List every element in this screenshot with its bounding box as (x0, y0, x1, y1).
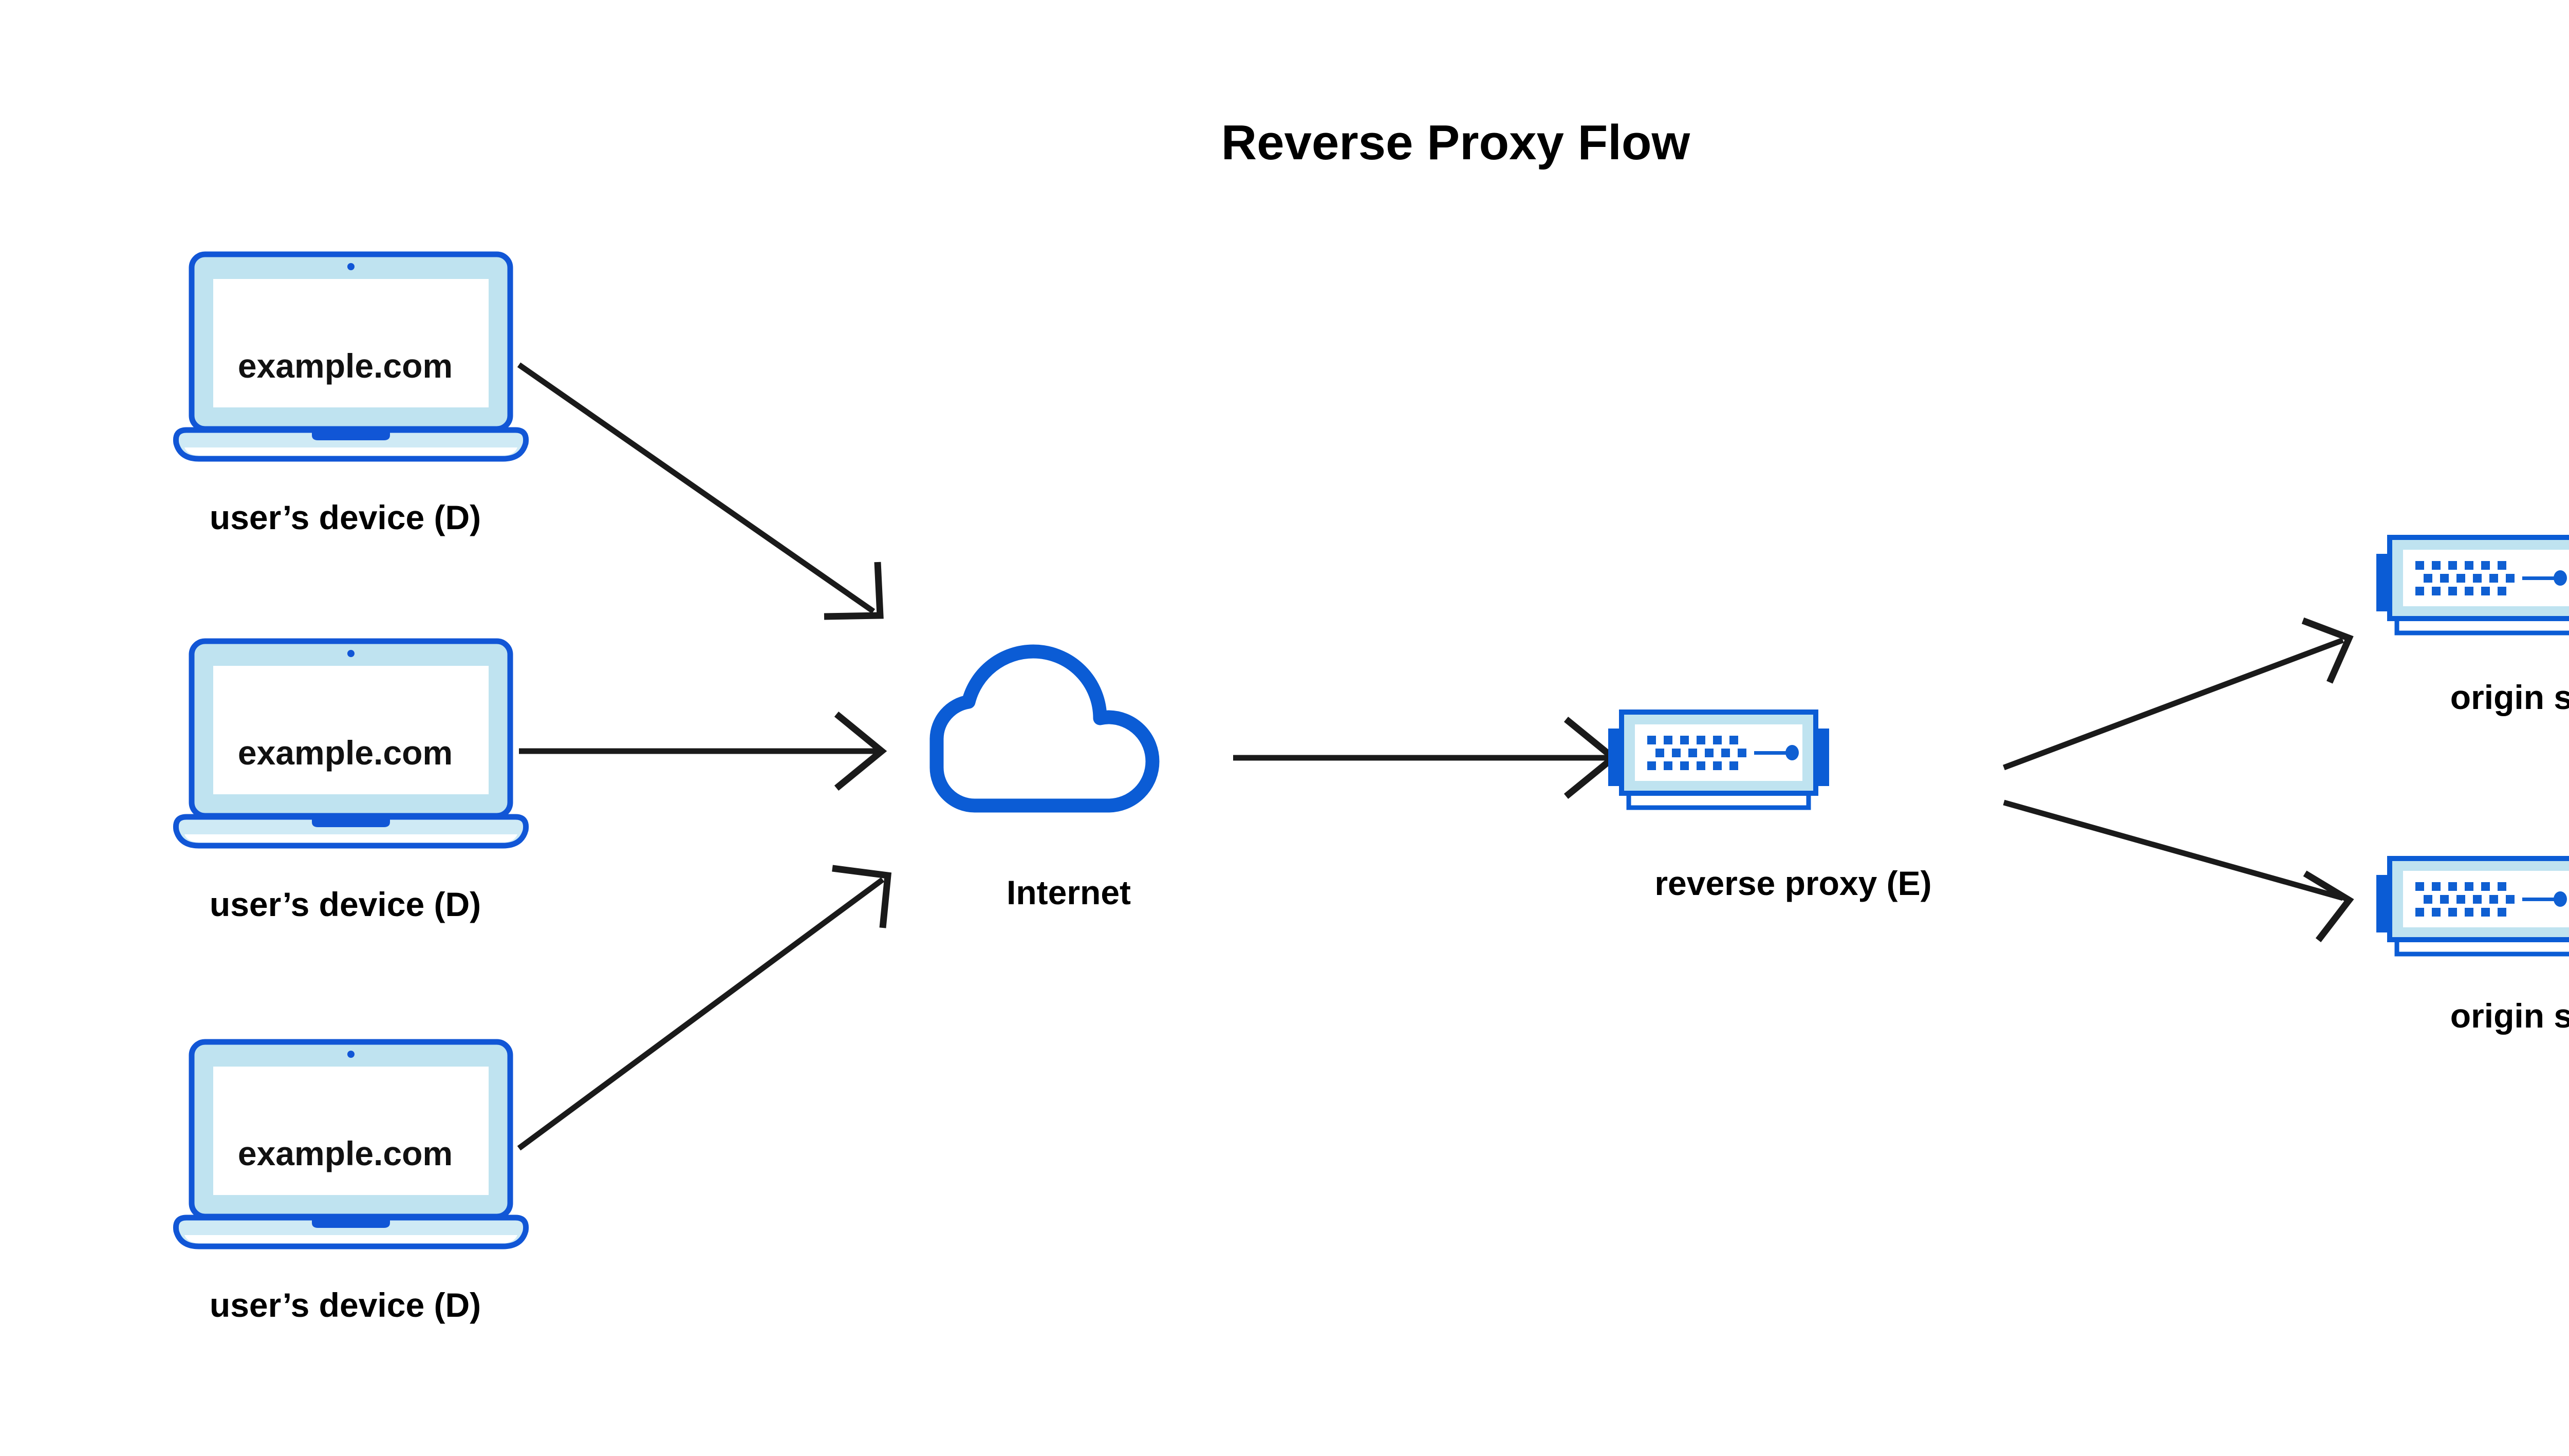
client-2-label: user’s device (D) (210, 885, 481, 923)
internet-label: Internet (1007, 873, 1131, 911)
node-client-1[interactable]: example.com user’s device (D) (176, 254, 526, 536)
client-1-label: user’s device (D) (210, 498, 481, 536)
node-client-3[interactable]: example.com user’s device (D) (176, 1042, 526, 1324)
server-icon (2376, 537, 2569, 633)
server-icon (1608, 712, 1829, 808)
edge-proxy-to-origin1 (2003, 617, 2354, 771)
reverse-proxy-label: reverse proxy (E) (1654, 864, 1931, 902)
node-internet[interactable]: Internet (937, 651, 1152, 911)
server-icon (2376, 858, 2569, 954)
client-3-label: user’s device (D) (210, 1286, 481, 1324)
edge-client2-to-internet (519, 711, 887, 791)
client-3-screen-text: example.com (238, 1134, 453, 1172)
client-1-screen-text: example.com (238, 347, 453, 385)
node-origin-1[interactable]: origin server (F) (2376, 537, 2569, 716)
edge-client3-to-internet (517, 865, 892, 1151)
origin-2-label: origin server (F) (2450, 997, 2569, 1035)
node-reverse-proxy[interactable]: reverse proxy (E) (1608, 712, 1932, 902)
flow-arrows (517, 362, 2354, 1151)
page-title: Reverse Proxy Flow (1221, 115, 1690, 170)
origin-1-label: origin server (F) (2450, 678, 2569, 716)
node-origin-2[interactable]: origin server (F) (2376, 858, 2569, 1035)
edge-proxy-to-origin2 (2003, 799, 2354, 942)
node-client-2[interactable]: example.com user’s device (D) (176, 641, 526, 923)
client-2-screen-text: example.com (238, 734, 453, 772)
edge-client1-to-internet (517, 362, 884, 620)
